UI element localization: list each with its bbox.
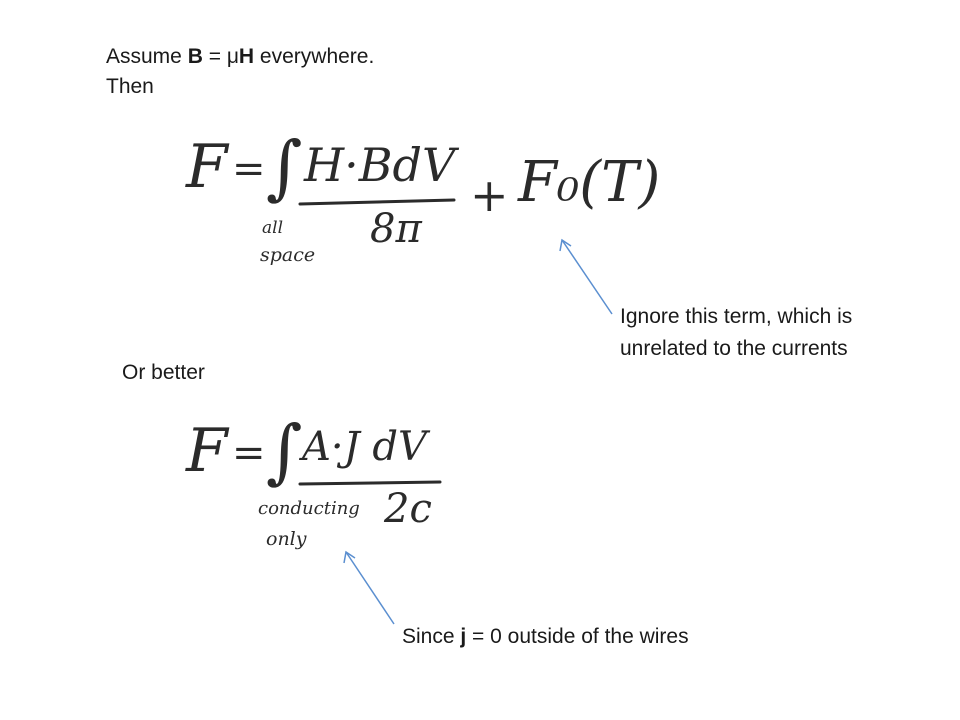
eq1-subscript-1: all: [262, 218, 284, 238]
eq1-numerator: H·BdV: [304, 138, 456, 192]
arrow-line-1: [561, 239, 613, 315]
note-since-j: Since j = 0 outside of the wires: [402, 622, 689, 652]
intro-line-1: Assume B = μH everywhere.: [106, 42, 374, 72]
intro-suffix: everywhere.: [254, 45, 375, 68]
eq1-lhs: F: [186, 132, 228, 202]
intro-prefix: Assume: [106, 45, 188, 68]
intro-line-2: Then: [106, 75, 154, 98]
or-better-label: Or better: [122, 361, 205, 384]
intro-equals: =: [202, 45, 227, 68]
arrow-head-2: [343, 550, 356, 564]
eq2-integral: ∫: [266, 410, 303, 492]
eq1-denominator: 8π: [370, 206, 422, 252]
eq1-subscript-2: space: [260, 244, 316, 266]
eq1-fraction-bar: [298, 198, 456, 206]
note-since-prefix: Since: [402, 625, 461, 648]
note-ignore-line-1: Ignore this term, which is: [620, 305, 853, 328]
eq1-equals: =: [232, 146, 266, 192]
symbol-j: j: [460, 625, 467, 648]
eq2-denominator: 2c: [384, 486, 432, 532]
symbol-H: H: [238, 45, 255, 68]
symbol-mu: μ: [226, 45, 239, 68]
eq2-equals: =: [232, 430, 266, 476]
arrow-to-term: [559, 238, 613, 315]
eq2-fraction-bar: [298, 480, 442, 486]
eq2-lhs: F: [186, 416, 228, 486]
eq1-integral: ∫: [266, 126, 303, 208]
symbol-B: B: [187, 45, 203, 68]
eq2-subscript-1: conducting: [258, 498, 360, 519]
eq1-plus: +: [470, 168, 509, 222]
intro-text: Assume B = μH everywhere. Then: [106, 42, 374, 102]
arrow-to-subscript: [343, 550, 395, 625]
note-ignore-term: Ignore this term, which is unrelated to …: [620, 301, 852, 365]
arrow-line-2: [345, 551, 395, 625]
eq1-term2: F₀(T): [518, 150, 661, 215]
note-ignore-line-2: unrelated to the currents: [620, 337, 848, 360]
arrow-head-1: [559, 238, 572, 252]
eq2-numerator: A·J dV: [302, 424, 427, 470]
eq2-subscript-2: only: [266, 528, 307, 550]
note-since-suffix: = 0 outside of the wires: [466, 625, 689, 648]
